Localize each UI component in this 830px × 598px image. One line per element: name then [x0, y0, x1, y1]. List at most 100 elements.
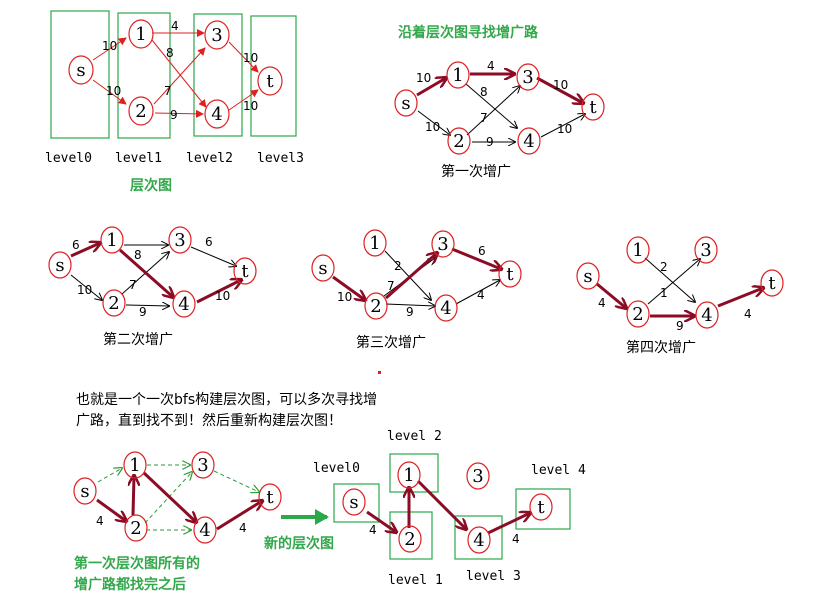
residual-caption-2: 增广路都找完之后: [74, 576, 186, 593]
level1-box: [117, 12, 171, 139]
p1-level2-label: level2: [186, 151, 233, 166]
svg-text:10: 10: [77, 283, 92, 297]
p1-caption: 层次图: [130, 177, 172, 194]
aug4-node-2: 2: [632, 304, 643, 325]
aug4-node-s: s: [583, 266, 592, 287]
aug1-heading: 沿着层次图寻找增广路: [398, 24, 539, 41]
stray-dot: [378, 371, 381, 374]
residual-node-t: t: [266, 487, 274, 508]
aug4-node-1: 1: [632, 240, 643, 261]
newgraph-node-s: s: [349, 492, 358, 513]
aug1-node-4: 4: [523, 131, 534, 152]
aug2-panel: s 1 2 3 4 t 6 10 8 7 9 6 10 第二次增广: [48, 226, 257, 348]
p1-level1-label: level1: [115, 151, 162, 166]
svg-text:9: 9: [676, 319, 684, 333]
residual-node-4: 4: [199, 520, 210, 541]
svg-text:4: 4: [487, 59, 495, 73]
svg-text:8: 8: [480, 85, 488, 99]
aug2-node-t: t: [241, 261, 249, 282]
aug2-node-4: 4: [178, 294, 189, 315]
svg-text:4: 4: [96, 514, 104, 528]
aug1-nodes: s 1 2 3 4 t: [394, 61, 605, 155]
aug2-node-s: s: [55, 255, 64, 276]
svg-text:9: 9: [406, 305, 414, 319]
residual-caption-1: 第一次层次图所有的: [74, 555, 200, 572]
note-line2: 广路，直到找不到！然后重新构建层次图！: [76, 412, 342, 429]
svg-text:10: 10: [337, 290, 352, 304]
aug3-node-1: 1: [369, 233, 380, 254]
svg-text:10: 10: [416, 71, 431, 85]
level-graph-panel: s 1 2 3 4 t 10 10 4 8 7 9 10 10 level0 l…: [45, 10, 304, 194]
aug4-node-3: 3: [700, 240, 711, 261]
newgraph-level2: level 2: [387, 429, 442, 444]
level0-box: [50, 10, 110, 139]
residual-node-1: 1: [129, 455, 140, 476]
aug1-panel: 沿着层次图寻找增广路 s 1 2 3 4 t 10: [394, 24, 605, 180]
svg-text:7: 7: [387, 279, 395, 293]
svg-text:4: 4: [369, 523, 377, 537]
p1-node-t-label: t: [266, 71, 274, 92]
p1-node-s: [68, 55, 94, 85]
p1-node-1: [128, 19, 154, 49]
newgraph-panel: s 1 2 3 4 t 4 4 level0 level 2 level 4 l…: [313, 429, 586, 588]
p1-weight-14: 8: [166, 46, 174, 60]
svg-text:10: 10: [553, 78, 568, 92]
p1-weight-24: 9: [170, 108, 178, 122]
svg-text:10: 10: [215, 289, 230, 303]
p1-weight-4t: 10: [243, 99, 258, 113]
p1-weight-s1: 10: [102, 39, 117, 53]
svg-text:10: 10: [425, 120, 440, 134]
p1-node-s-label: s: [76, 60, 85, 81]
aug1-node-t: t: [589, 97, 597, 118]
svg-text:10: 10: [557, 122, 572, 136]
p1-node-2: [128, 96, 154, 126]
svg-text:2: 2: [660, 260, 668, 274]
residual-panel: s 1 2 3 4 t 4 4 第一次层次图所有的 增广路都找完之后: [73, 451, 282, 593]
svg-text:6: 6: [478, 244, 486, 258]
newgraph-node-3: 3: [472, 466, 483, 487]
svg-text:4: 4: [239, 521, 247, 535]
aug1-caption: 第一次增广: [441, 163, 511, 180]
svg-text:4: 4: [477, 288, 485, 302]
p1-weight-23: 7: [164, 84, 172, 98]
p1-nodes: s 1 2 3 4 t: [68, 19, 283, 129]
newgraph-caption: 新的层次图: [264, 535, 334, 552]
newgraph-node-1: 1: [403, 465, 414, 486]
level2-box: [193, 13, 243, 137]
svg-text:9: 9: [139, 305, 147, 319]
newgraph-node-4: 4: [473, 530, 484, 551]
svg-text:8: 8: [134, 248, 142, 262]
p1-node-t: [257, 66, 283, 96]
svg-text:7: 7: [129, 278, 137, 292]
newgraph-level3: level 3: [466, 569, 521, 584]
aug1-weights: 10 10 4 8 7 9 10 10: [416, 59, 572, 149]
p1-weight-3t: 10: [243, 51, 258, 65]
svg-text:9: 9: [486, 135, 494, 149]
svg-text:6: 6: [72, 238, 80, 252]
aug3-node-t: t: [506, 264, 514, 285]
svg-text:7: 7: [480, 111, 488, 125]
p1-node-3: [204, 20, 230, 50]
aug3-caption: 第三次增广: [356, 334, 426, 351]
newgraph-level1: level 1: [388, 573, 443, 588]
aug4-node-4: 4: [701, 305, 712, 326]
p1-level0-label: level0: [45, 151, 92, 166]
p1-weights: 10 10 4 8 7 9 10 10: [102, 19, 258, 122]
aug2-caption: 第二次增广: [103, 331, 173, 348]
newgraph-node-2: 2: [404, 529, 415, 550]
newgraph-level4: level 4: [531, 463, 586, 478]
aug1-node-s: s: [401, 93, 410, 114]
svg-text:4: 4: [744, 307, 752, 321]
residual-node-s: s: [80, 481, 89, 502]
p1-weight-s2: 10: [106, 84, 121, 98]
residual-node-3: 3: [197, 455, 208, 476]
p1-node-3-label: 3: [211, 25, 222, 46]
aug3-node-3: 3: [437, 234, 448, 255]
svg-text:2: 2: [394, 259, 402, 273]
aug2-node-2: 2: [108, 293, 119, 314]
aug3-node-2: 2: [370, 296, 381, 317]
p1-level3-label: level3: [257, 151, 304, 166]
aug4-panel: s 1 2 3 4 t 4 2 1 9 4 第四次增广: [576, 236, 784, 356]
